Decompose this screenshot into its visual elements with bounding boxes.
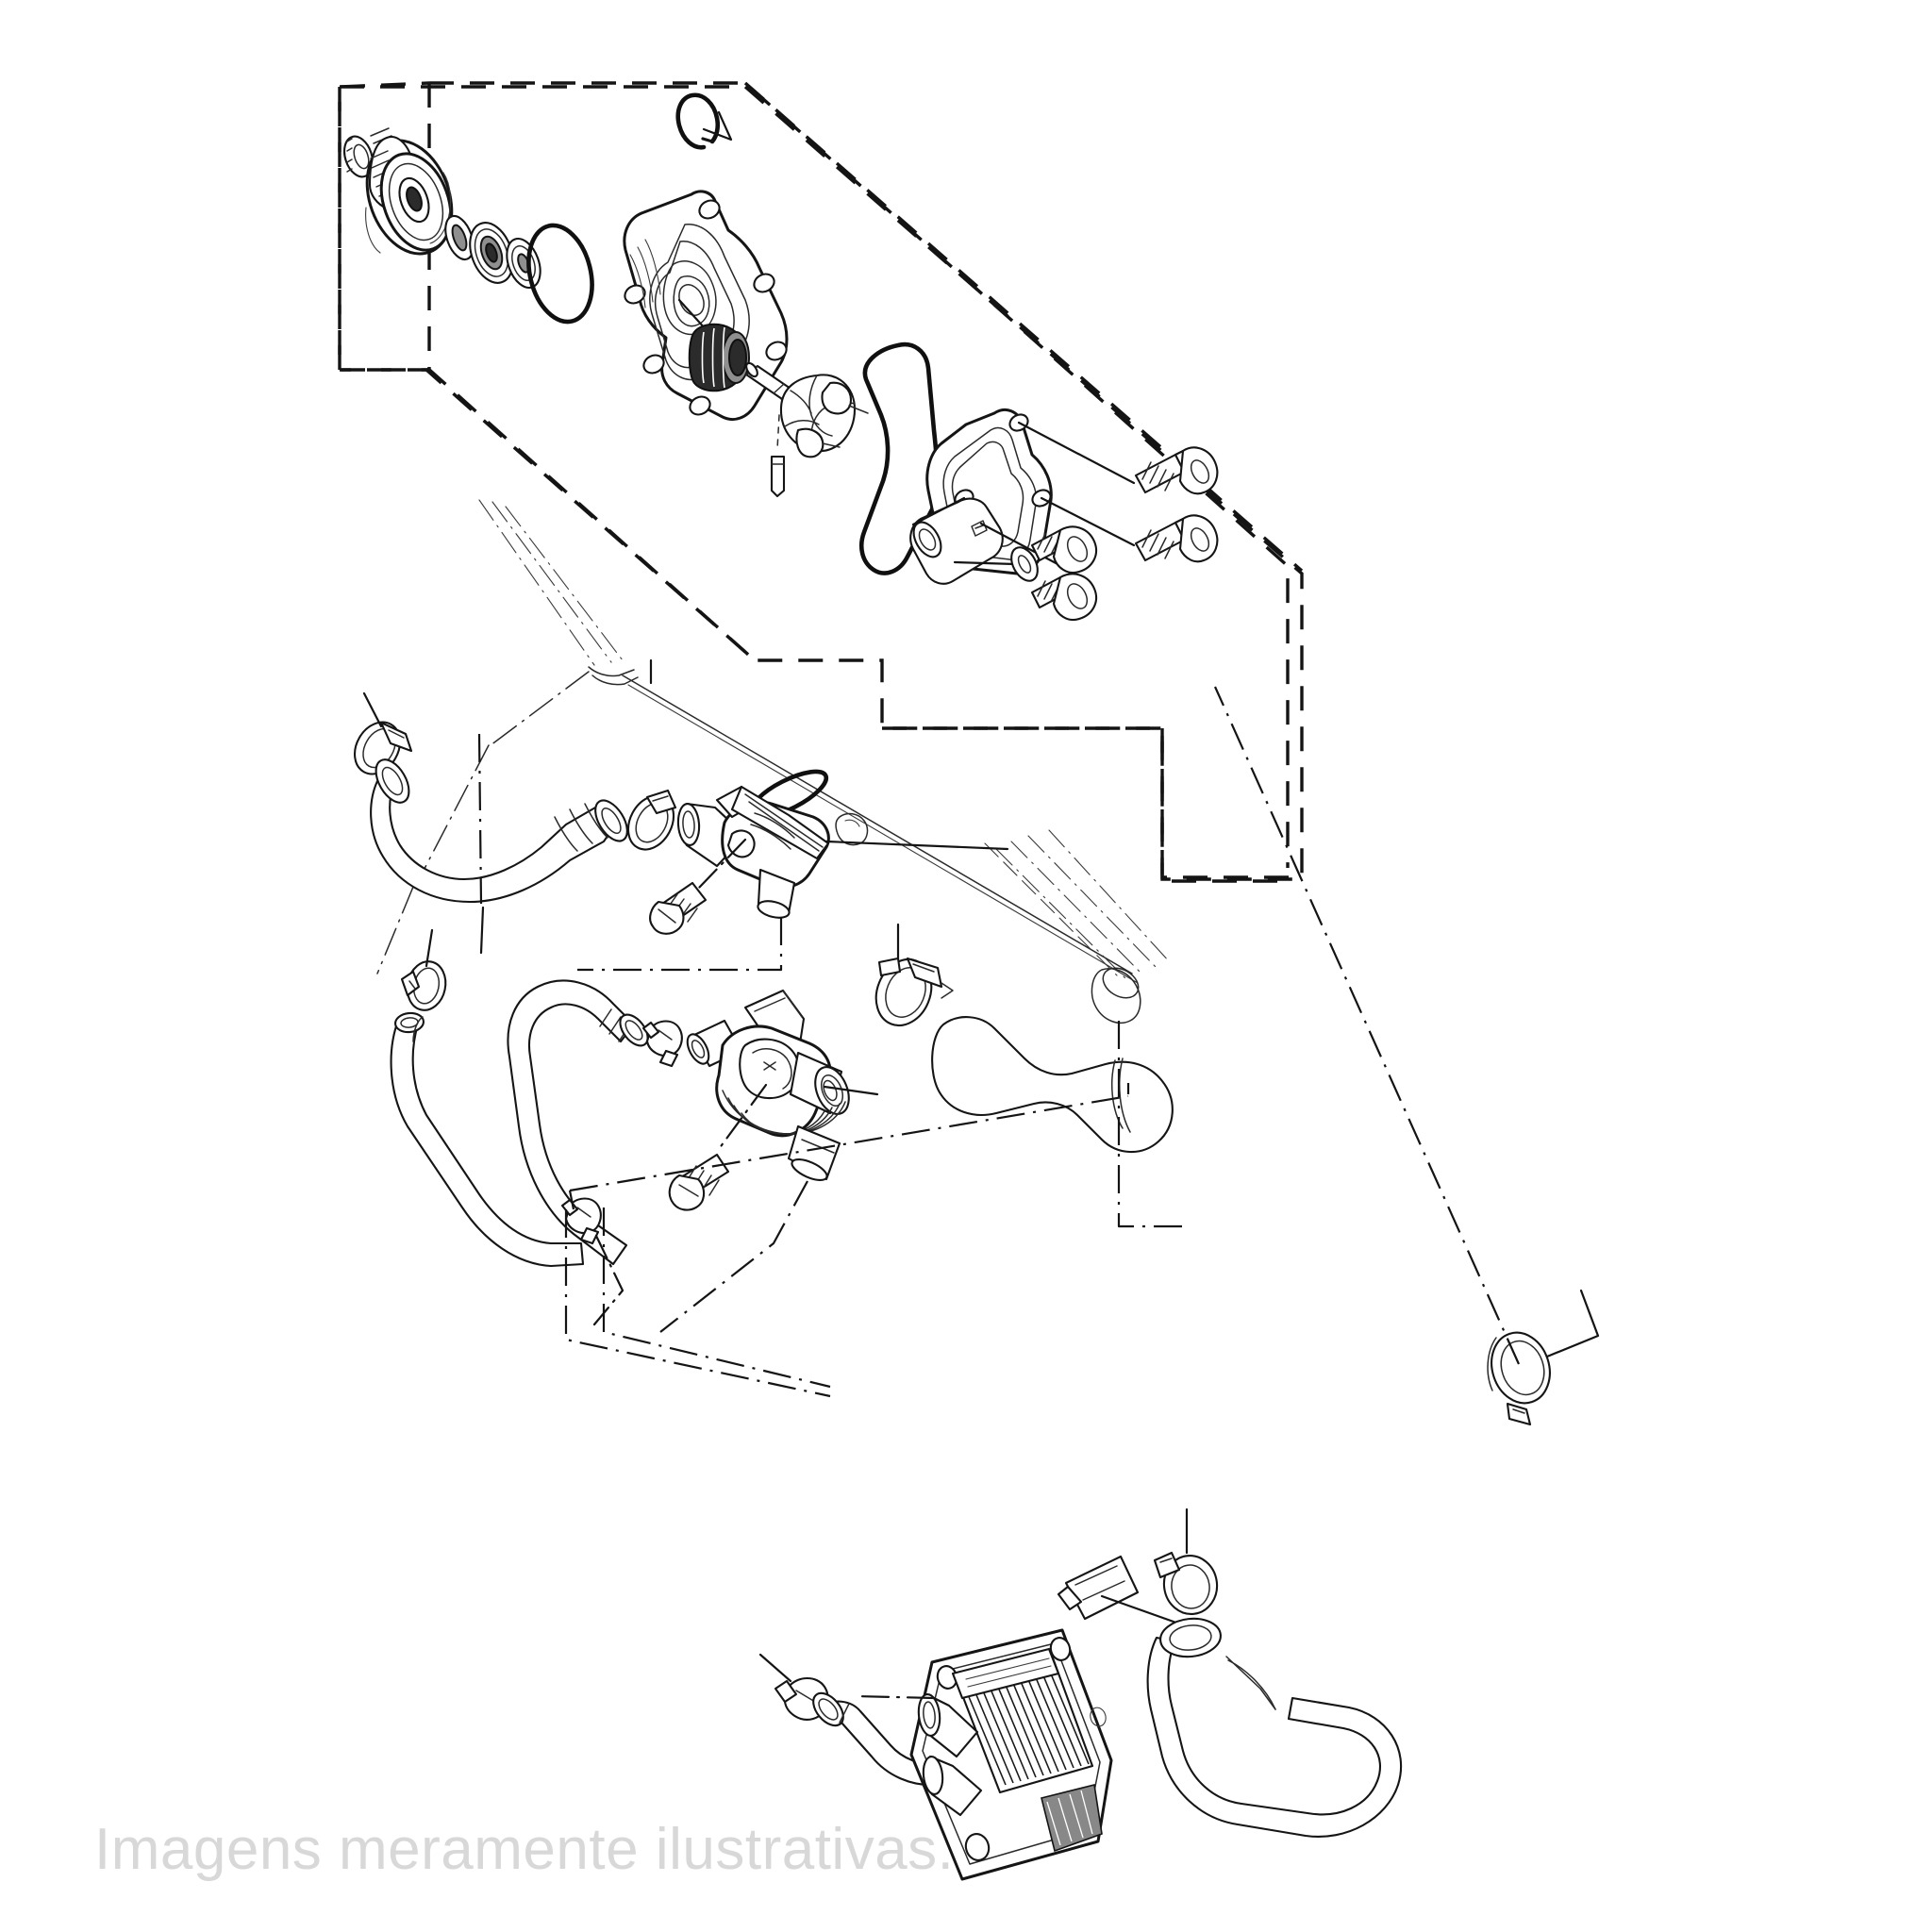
pump-gasket [859,341,940,575]
thermostat-housing [676,785,830,919]
lower-radiator-hose [370,758,628,904]
pump-rear-cover [909,408,1136,585]
assembly-leader-lines [477,658,1521,1398]
mechanical-seal [688,323,750,392]
hose-clamp-ul2 [400,928,447,1011]
bolt-thermostat [649,881,708,935]
drive-gear [365,127,454,256]
heater-hose-a [390,1011,585,1268]
snap-ring [675,92,733,150]
hose-clamp-mid [626,789,677,851]
radiator [376,499,1171,1024]
bolt-long-upper [1134,446,1219,495]
hose-clamp-far-right [1487,1289,1600,1426]
hose-clamp-right [874,923,954,1027]
bolt-outlet [668,1153,730,1211]
group-boundary-outline [338,85,1304,881]
retainer-clip [1057,1555,1189,1628]
bolt-long-lower [1134,514,1219,563]
group-boundary-pump-bracket-kit [882,726,1292,883]
oil-cooler [853,1628,1113,1881]
drive-pin [770,414,786,498]
washer [1010,546,1039,582]
retaining-nut [343,135,374,178]
bolt-short-upper [1030,525,1098,575]
bolt-short-lower [1030,573,1098,622]
return-hose [1146,1617,1403,1838]
spacer-ring [444,214,475,261]
water-outlet-manifold [686,989,879,1181]
hose-clamp-lower-right [1153,1507,1219,1615]
upper-radiator-hose [931,1016,1174,1154]
hose-clamp-mid2 [641,1020,683,1068]
o-ring-pump [526,223,594,325]
impeller [779,374,869,458]
ball-bearing [469,222,514,284]
